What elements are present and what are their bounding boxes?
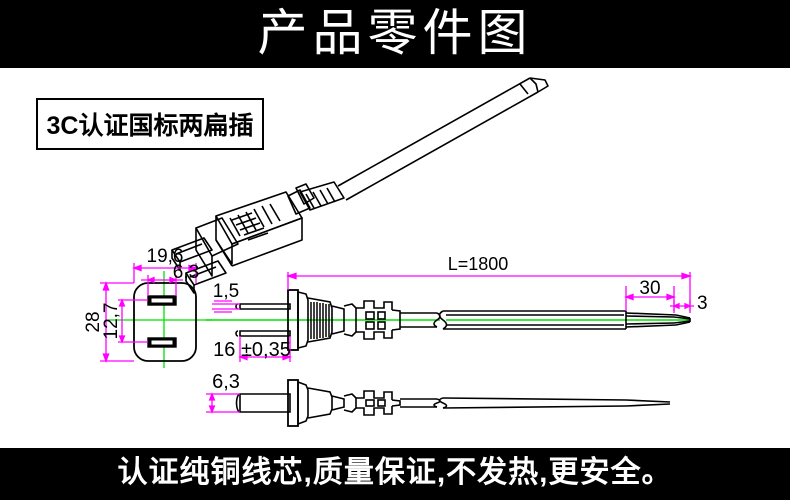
side-view-assembly: 1,5 16 ±0,35 L=1800 30 3 [206, 254, 708, 362]
dim-pin-gap: 12,7 [101, 303, 122, 340]
front-view-dimension-lines [100, 263, 198, 363]
dim-width-overall: 19,6 [147, 246, 184, 267]
front-view-plug: 19,6 6,3 28 12,7 [83, 246, 212, 368]
header-band [0, 0, 790, 68]
front-view-pin-slot-inner [151, 298, 173, 345]
callout-label-box: 3C认证国标两扁插 [36, 98, 264, 150]
technical-drawing: 19,6 6,3 28 12,7 [83, 77, 708, 427]
side-view-dimension-lines [212, 272, 694, 362]
dim-pin-spacing: 6,3 [173, 262, 199, 283]
front-view-pin-slots [147, 295, 177, 348]
side-view-body [297, 290, 345, 350]
footer-slogan: 认证纯铜线芯,质量保证,不发热,更安全。 [117, 456, 673, 489]
top-view-pin [235, 393, 291, 413]
top-view-plug: 6,3 [206, 371, 671, 427]
dim-pin-thickness: 1,5 [213, 281, 239, 302]
front-view-outline [133, 282, 197, 362]
callout-label-text: 3C认证国标两扁插 [46, 112, 254, 140]
footer-band [0, 448, 790, 500]
dim-cable-length: L=1800 [448, 254, 509, 274]
side-view-stripped-end [625, 311, 691, 329]
top-view-cable [400, 397, 671, 409]
side-view-grip-ribs [310, 302, 330, 339]
page-title: 产品零件图 [257, 5, 533, 61]
top-view-body [297, 380, 345, 426]
top-view-dimension-lines [206, 392, 240, 414]
dim-conductor-strip: 3 [697, 293, 708, 314]
dim-strip-length: 30 [639, 278, 660, 299]
isometric-plug-view [171, 77, 549, 294]
front-view-centerlines [108, 271, 212, 368]
side-view-strain-relief [343, 300, 401, 340]
dim-body-height-top: 6,3 [212, 371, 240, 393]
top-view-strain-relief [343, 390, 401, 416]
side-view-cable-jacket [400, 310, 626, 330]
dim-height-overall: 28 [83, 311, 104, 332]
dim-pin-length: 16 ±0,35 [213, 339, 291, 361]
